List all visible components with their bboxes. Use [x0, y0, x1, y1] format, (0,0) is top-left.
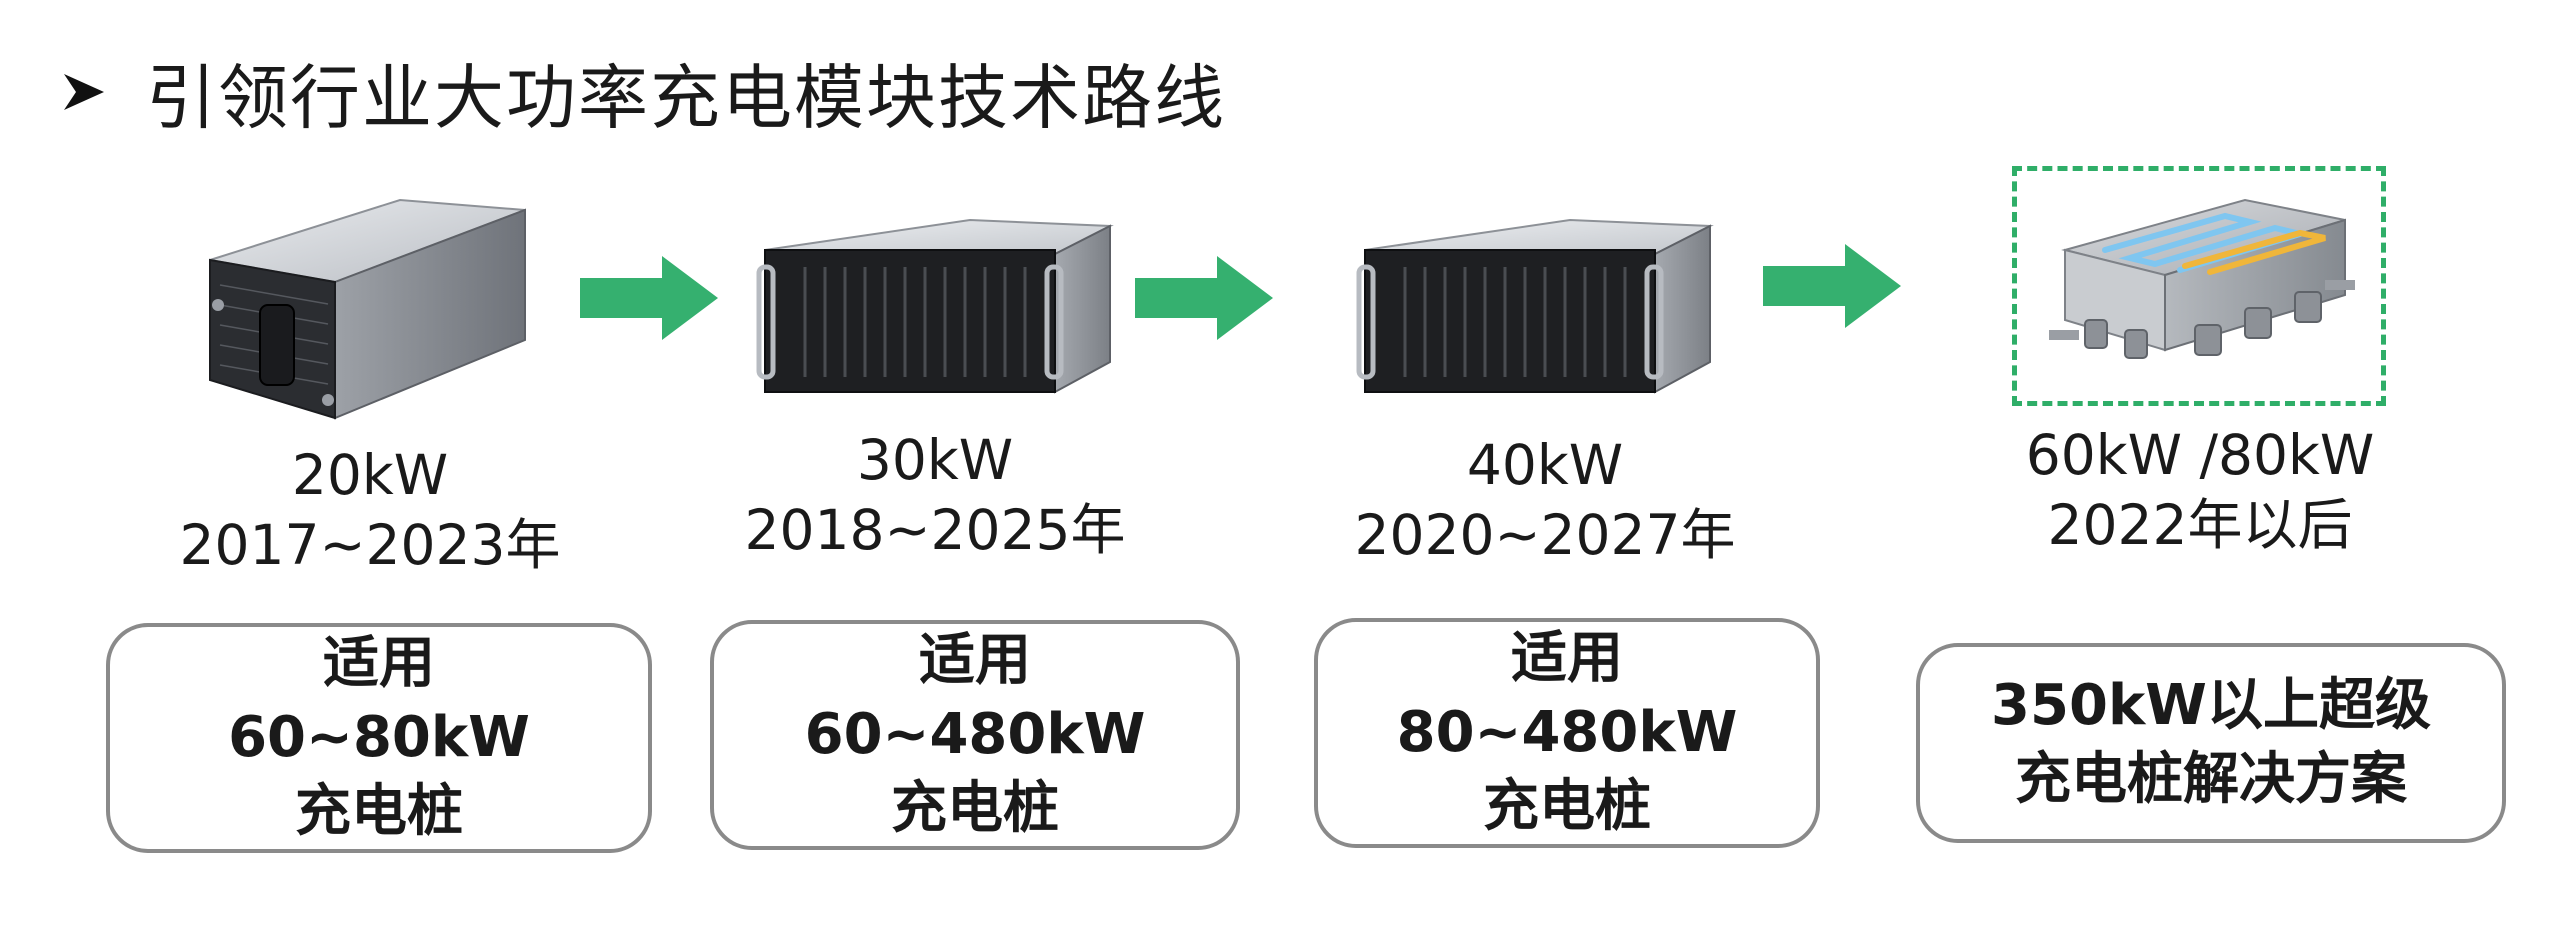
- highlight-dashed-frame: [2012, 166, 2386, 406]
- progress-arrow-icon: [1135, 256, 1273, 340]
- stage-power: 20kW: [291, 443, 449, 507]
- stage-years: 2017~2023年: [179, 513, 561, 577]
- stage-spec: 40kW 2020~2027年: [1345, 430, 1745, 570]
- stage-years: 2020~2027年: [1354, 503, 1736, 567]
- stage-power: 30kW: [856, 428, 1014, 492]
- stage-power: 40kW: [1466, 433, 1624, 497]
- application-box: 350kW以上超级 充电桩解决方案: [1916, 643, 2506, 843]
- stage-power: 60kW /80kW: [2025, 423, 2375, 487]
- module-60-80kw-liquid-cooled-image: [2049, 198, 2355, 359]
- application-box: 适用 80~480kW 充电桩: [1314, 618, 1820, 848]
- stage-spec: 60kW /80kW 2022年以后: [1990, 420, 2410, 560]
- page-title: 引领行业大功率充电模块技术路线: [146, 56, 1226, 139]
- page-title-row: 引领行业大功率充电模块技术路线: [62, 42, 1226, 142]
- module-40kw-image: [1356, 218, 1714, 394]
- stage-spec: 20kW 2017~2023年: [170, 440, 570, 580]
- module-20kw-image: [209, 198, 526, 420]
- progress-arrow-icon: [580, 256, 718, 340]
- stage-spec: 30kW 2018~2025年: [735, 425, 1135, 565]
- application-box: 适用 60~80kW 充电桩: [106, 623, 652, 853]
- stage-years: 2018~2025年: [744, 498, 1126, 562]
- stage-years: 2022年以后: [2047, 493, 2353, 557]
- progress-arrow-icon: [1763, 244, 1901, 328]
- module-30kw-image: [756, 218, 1114, 394]
- arrowhead-bullet-icon: [64, 74, 104, 110]
- application-box: 适用 60~480kW 充电桩: [710, 620, 1240, 850]
